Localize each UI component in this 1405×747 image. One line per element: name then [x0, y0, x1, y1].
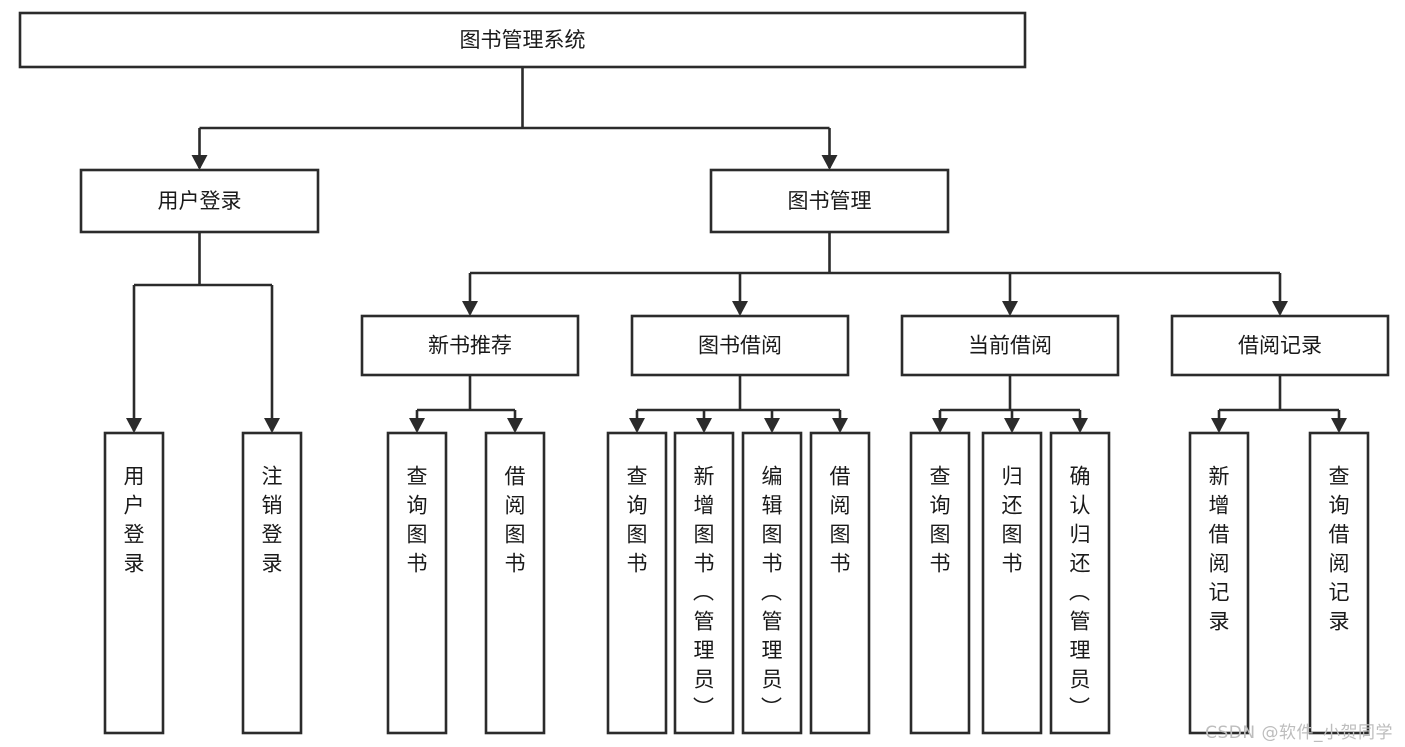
node-level3-1[interactable]	[630, 314, 850, 377]
node-leaf-label-5: 新增图书（管理员）	[693, 465, 715, 721]
arrow-head-icon	[732, 301, 748, 316]
node-leaf-6[interactable]	[741, 431, 803, 735]
arrow-head-icon	[462, 301, 478, 316]
node-leaf-10[interactable]	[1049, 431, 1111, 735]
node-leaf-label-9: 归还图书	[1002, 465, 1023, 576]
arrow-head-icon	[264, 418, 280, 433]
arrow-head-icon	[191, 155, 208, 170]
node-leaf-7[interactable]	[809, 431, 871, 735]
arrow-head-icon	[126, 418, 142, 433]
arrow-head-icon	[409, 418, 425, 433]
node-leaf-label-2: 查询图书	[407, 465, 428, 576]
arrow-head-icon	[1211, 418, 1227, 433]
node-leaf-label-3: 借阅图书	[505, 465, 526, 576]
node-level3-3[interactable]	[1170, 314, 1390, 377]
node-leaf-11[interactable]	[1188, 431, 1250, 735]
csdn-watermark: CSDN @软件_小贺同学	[1205, 723, 1393, 743]
arrow-head-icon	[932, 418, 948, 433]
node-leaf-label-12: 查询借阅记录	[1329, 465, 1350, 634]
node-leaf-12[interactable]	[1308, 431, 1370, 735]
arrow-head-icon	[832, 418, 848, 433]
arrow-head-icon	[696, 418, 712, 433]
node-leaf-5[interactable]	[673, 431, 735, 735]
node-leaf-label-4: 查询图书	[627, 465, 648, 576]
arrow-head-icon	[1331, 418, 1347, 433]
node-leaf-9[interactable]	[981, 431, 1043, 735]
node-level3-label-0: 新书推荐	[428, 334, 512, 358]
node-level3-label-2: 当前借阅	[968, 334, 1052, 358]
node-level2-label-1: 图书管理	[788, 189, 872, 213]
node-leaf-8[interactable]	[909, 431, 971, 735]
arrow-head-icon	[1272, 301, 1288, 316]
node-root-label: 图书管理系统	[460, 28, 586, 52]
node-leaf-label-0: 用户登录	[124, 465, 145, 576]
node-leaf-label-8: 查询图书	[930, 465, 951, 576]
node-leaf-label-6: 编辑图书（管理员）	[761, 465, 783, 721]
arrow-head-icon	[764, 418, 780, 433]
node-leaf-label-7: 借阅图书	[830, 465, 851, 576]
node-leaf-1[interactable]	[241, 431, 303, 735]
node-leaf-3[interactable]	[484, 431, 546, 735]
node-leaf-label-1: 注销登录	[262, 465, 283, 576]
node-level3-2[interactable]	[900, 314, 1120, 377]
arrow-head-icon	[821, 155, 838, 170]
node-level3-label-1: 图书借阅	[698, 334, 782, 358]
node-level2-0[interactable]	[79, 168, 320, 234]
arrow-head-icon	[1004, 418, 1020, 433]
node-level2-label-0: 用户登录	[158, 189, 242, 213]
arrow-head-icon	[1002, 301, 1018, 316]
node-leaf-label-10: 确认归还（管理员）	[1069, 465, 1091, 721]
node-root-图书管理系统[interactable]	[18, 11, 1027, 69]
node-level3-label-3: 借阅记录	[1238, 334, 1322, 358]
arrow-head-icon	[629, 418, 645, 433]
node-level3-0[interactable]	[360, 314, 580, 377]
node-leaf-2[interactable]	[386, 431, 448, 735]
node-leaf-4[interactable]	[606, 431, 668, 735]
node-level2-1[interactable]	[709, 168, 950, 234]
node-leaf-label-11: 新增借阅记录	[1209, 465, 1230, 634]
arrow-head-icon	[507, 418, 523, 433]
node-leaf-0[interactable]	[103, 431, 165, 735]
arrow-head-icon	[1072, 418, 1088, 433]
